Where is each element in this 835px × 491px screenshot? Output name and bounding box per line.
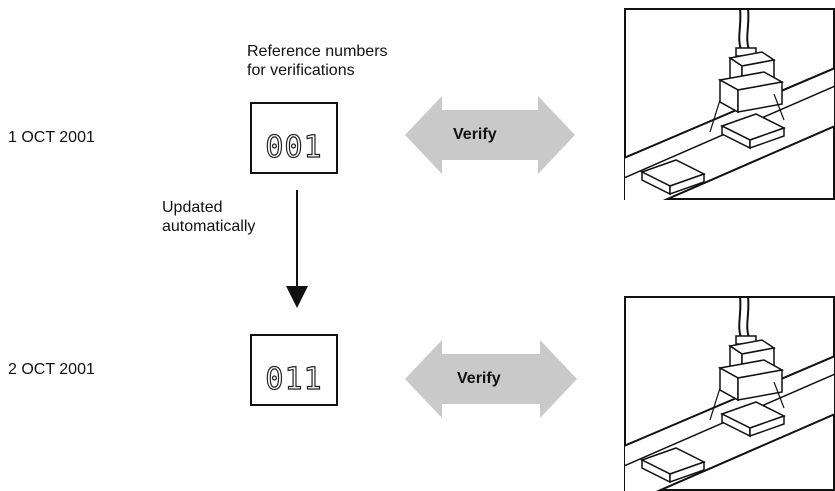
- double-arrow-icon: [405, 96, 575, 174]
- reference-number-1: 001: [265, 130, 323, 165]
- reference-number-box-1: 001: [250, 102, 338, 174]
- inspection-scene-2: [624, 296, 835, 491]
- update-caption: Updated automatically: [162, 199, 256, 235]
- down-arrow: [286, 190, 308, 308]
- verify-arrow-1: Verify: [405, 96, 575, 174]
- double-arrow-icon: [405, 340, 577, 418]
- date-step-2: 2 OCT 2001: [8, 361, 95, 378]
- verify-label-1: Verify: [453, 126, 497, 143]
- verify-label-2: Verify: [457, 370, 501, 387]
- reference-caption: Reference numbers for verifications: [247, 43, 388, 79]
- date-step-1: 1 OCT 2001: [8, 129, 95, 146]
- reference-number-2: 011: [265, 362, 323, 397]
- verify-arrow-2: Verify: [405, 340, 577, 418]
- inspection-scene-1: [624, 8, 835, 200]
- reference-number-box-2: 011: [250, 334, 338, 406]
